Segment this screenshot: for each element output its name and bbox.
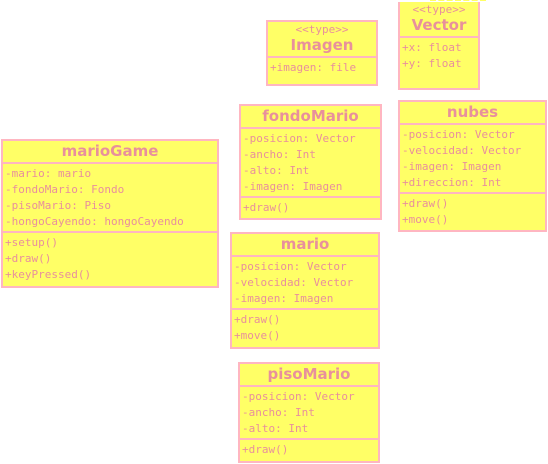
method: +draw() (243, 201, 290, 214)
class-name: Vector (411, 16, 467, 34)
class-header: <<type>> Imagen (268, 22, 376, 58)
class-vector[interactable]: <<type>> Vector +x: float +y: float (398, 0, 486, 90)
class-name: fondoMario (262, 107, 359, 125)
stereotype-label: <<type>> (412, 3, 466, 16)
class-header: pisoMario (240, 364, 378, 387)
attributes-section: +imagen: file (268, 58, 376, 77)
attribute: +x: float (402, 41, 462, 54)
attribute: -imagen: Imagen (402, 160, 502, 173)
class-header: nubes (400, 102, 545, 125)
class-name: mario (280, 235, 330, 253)
methods-section: +draw() (240, 438, 378, 459)
stereotype-label: <<type>> (295, 23, 349, 36)
attribute: -posicion: Vector (234, 260, 347, 273)
method: +setup() (5, 236, 58, 249)
attribute: +y: float (402, 57, 462, 70)
attribute: -imagen: Imagen (243, 180, 343, 193)
class-marioGame[interactable]: marioGame -mario: mario -fondoMario: Fon… (1, 139, 219, 288)
attribute: -ancho: Int (243, 148, 316, 161)
attribute: -imagen: Imagen (234, 292, 334, 305)
method: +move() (402, 213, 449, 226)
attribute: -velocidad: Vector (402, 144, 522, 157)
attributes-section: -posicion: Vector -velocidad: Vector -im… (232, 257, 378, 308)
attribute: -alto: Int (243, 164, 310, 177)
class-mario[interactable]: mario -posicion: Vector -velocidad: Vect… (230, 232, 380, 349)
class-name: nubes (446, 103, 499, 121)
class-imagen[interactable]: <<type>> Imagen +imagen: file (266, 20, 378, 86)
attribute: -pisoMario: Piso (5, 199, 111, 212)
attribute: -fondoMario: Fondo (5, 183, 125, 196)
method: +draw() (5, 252, 52, 265)
methods-section: +draw() +move() (232, 308, 378, 345)
class-name: pisoMario (267, 365, 351, 383)
methods-section: +draw() (241, 196, 380, 217)
methods-section: +setup() +draw() +keyPressed() (3, 231, 217, 284)
method: +keyPressed() (5, 268, 92, 281)
class-header: mario (232, 234, 378, 257)
method: +draw() (242, 443, 289, 456)
attribute: -ancho: Int (242, 406, 315, 419)
dashed-connector (430, 0, 486, 4)
attribute: -posicion: Vector (242, 390, 355, 403)
attribute: +direccion: Int (402, 176, 502, 189)
attributes-section: -posicion: Vector -velocidad: Vector -im… (400, 125, 545, 192)
attributes-section: -posicion: Vector -ancho: Int -alto: Int… (241, 129, 380, 196)
attribute: -hongoCayendo: hongoCayendo (5, 215, 184, 228)
class-fondoMario[interactable]: fondoMario -posicion: Vector -ancho: Int… (239, 104, 382, 220)
class-nubes[interactable]: nubes -posicion: Vector -velocidad: Vect… (398, 100, 547, 232)
method: +draw() (234, 313, 281, 326)
class-name: Imagen (290, 36, 354, 54)
attribute: +imagen: file (270, 61, 357, 74)
attribute: -posicion: Vector (243, 132, 356, 145)
class-header: marioGame (3, 141, 217, 164)
attribute: -mario: mario (5, 167, 92, 180)
attributes-section: -posicion: Vector -ancho: Int -alto: Int (240, 387, 378, 438)
class-header: <<type>> Vector (400, 2, 478, 38)
method: +draw() (402, 197, 449, 210)
attribute: -alto: Int (242, 422, 309, 435)
method: +move() (234, 329, 281, 342)
attributes-section: -mario: mario -fondoMario: Fondo -pisoMa… (3, 164, 217, 231)
attribute: -posicion: Vector (402, 128, 515, 141)
class-header: fondoMario (241, 106, 380, 129)
methods-section: +draw() +move() (400, 192, 545, 229)
attribute: -velocidad: Vector (234, 276, 354, 289)
attributes-section: +x: float +y: float (400, 38, 478, 73)
class-pisoMario[interactable]: pisoMario -posicion: Vector -ancho: Int … (238, 362, 380, 463)
class-name: marioGame (61, 142, 159, 160)
